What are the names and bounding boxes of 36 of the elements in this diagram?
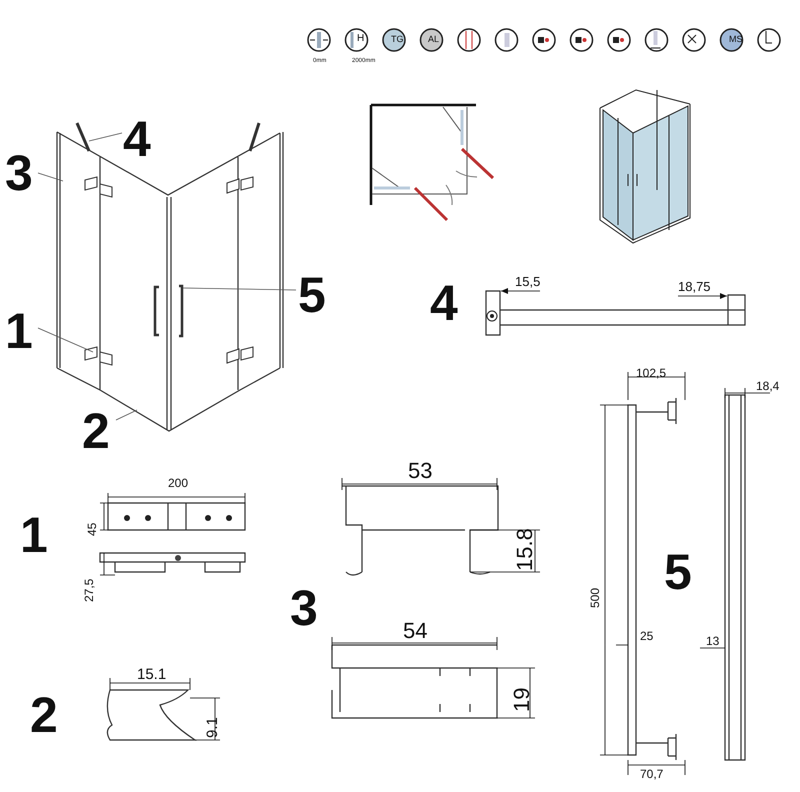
dimension-value: 15,5 <box>515 275 540 288</box>
dimension-value: 53 <box>408 460 432 482</box>
symbol-text: MS <box>729 35 742 44</box>
callout-number: 1 <box>5 306 33 356</box>
dimension-value: 15.1 <box>137 667 166 682</box>
dimension-value: 45 <box>86 522 98 536</box>
dimension-value: 13 <box>706 635 720 647</box>
dimension-value: 18,4 <box>756 380 780 392</box>
dimension-value: 70,7 <box>640 768 664 780</box>
dimension-value: 27,5 <box>83 578 95 602</box>
leader-line <box>88 132 122 142</box>
dimension-value: 25 <box>640 630 654 642</box>
dimension-value: 15.8 <box>514 528 536 571</box>
leader-line <box>182 288 296 290</box>
callout-number: 1 <box>20 510 48 560</box>
symbol-text: TG <box>391 35 404 44</box>
dimension-value: 19 <box>511 688 533 712</box>
callout-number: 2 <box>30 690 58 740</box>
callout-number: 4 <box>430 278 458 328</box>
dimension-value: 18,75 <box>678 280 711 293</box>
dimension-value: 54 <box>403 620 428 642</box>
leader-line <box>116 410 138 420</box>
dimension-value: 500 <box>589 588 601 608</box>
callout-number: 3 <box>5 148 33 198</box>
callout-number: 4 <box>123 114 151 164</box>
leader-line <box>38 328 94 352</box>
symbol-text: AL <box>428 35 440 44</box>
dimension-value: 200 <box>168 477 188 489</box>
dimension-value: 102,5 <box>636 367 666 379</box>
callout-number: 5 <box>298 270 326 320</box>
dimension-value: 9.1 <box>205 717 220 738</box>
callout-number: 2 <box>82 406 110 456</box>
callout-number: 3 <box>290 583 318 633</box>
symbol-text: H <box>357 34 364 44</box>
callout-number: 5 <box>664 547 692 597</box>
leader-line <box>38 172 64 182</box>
